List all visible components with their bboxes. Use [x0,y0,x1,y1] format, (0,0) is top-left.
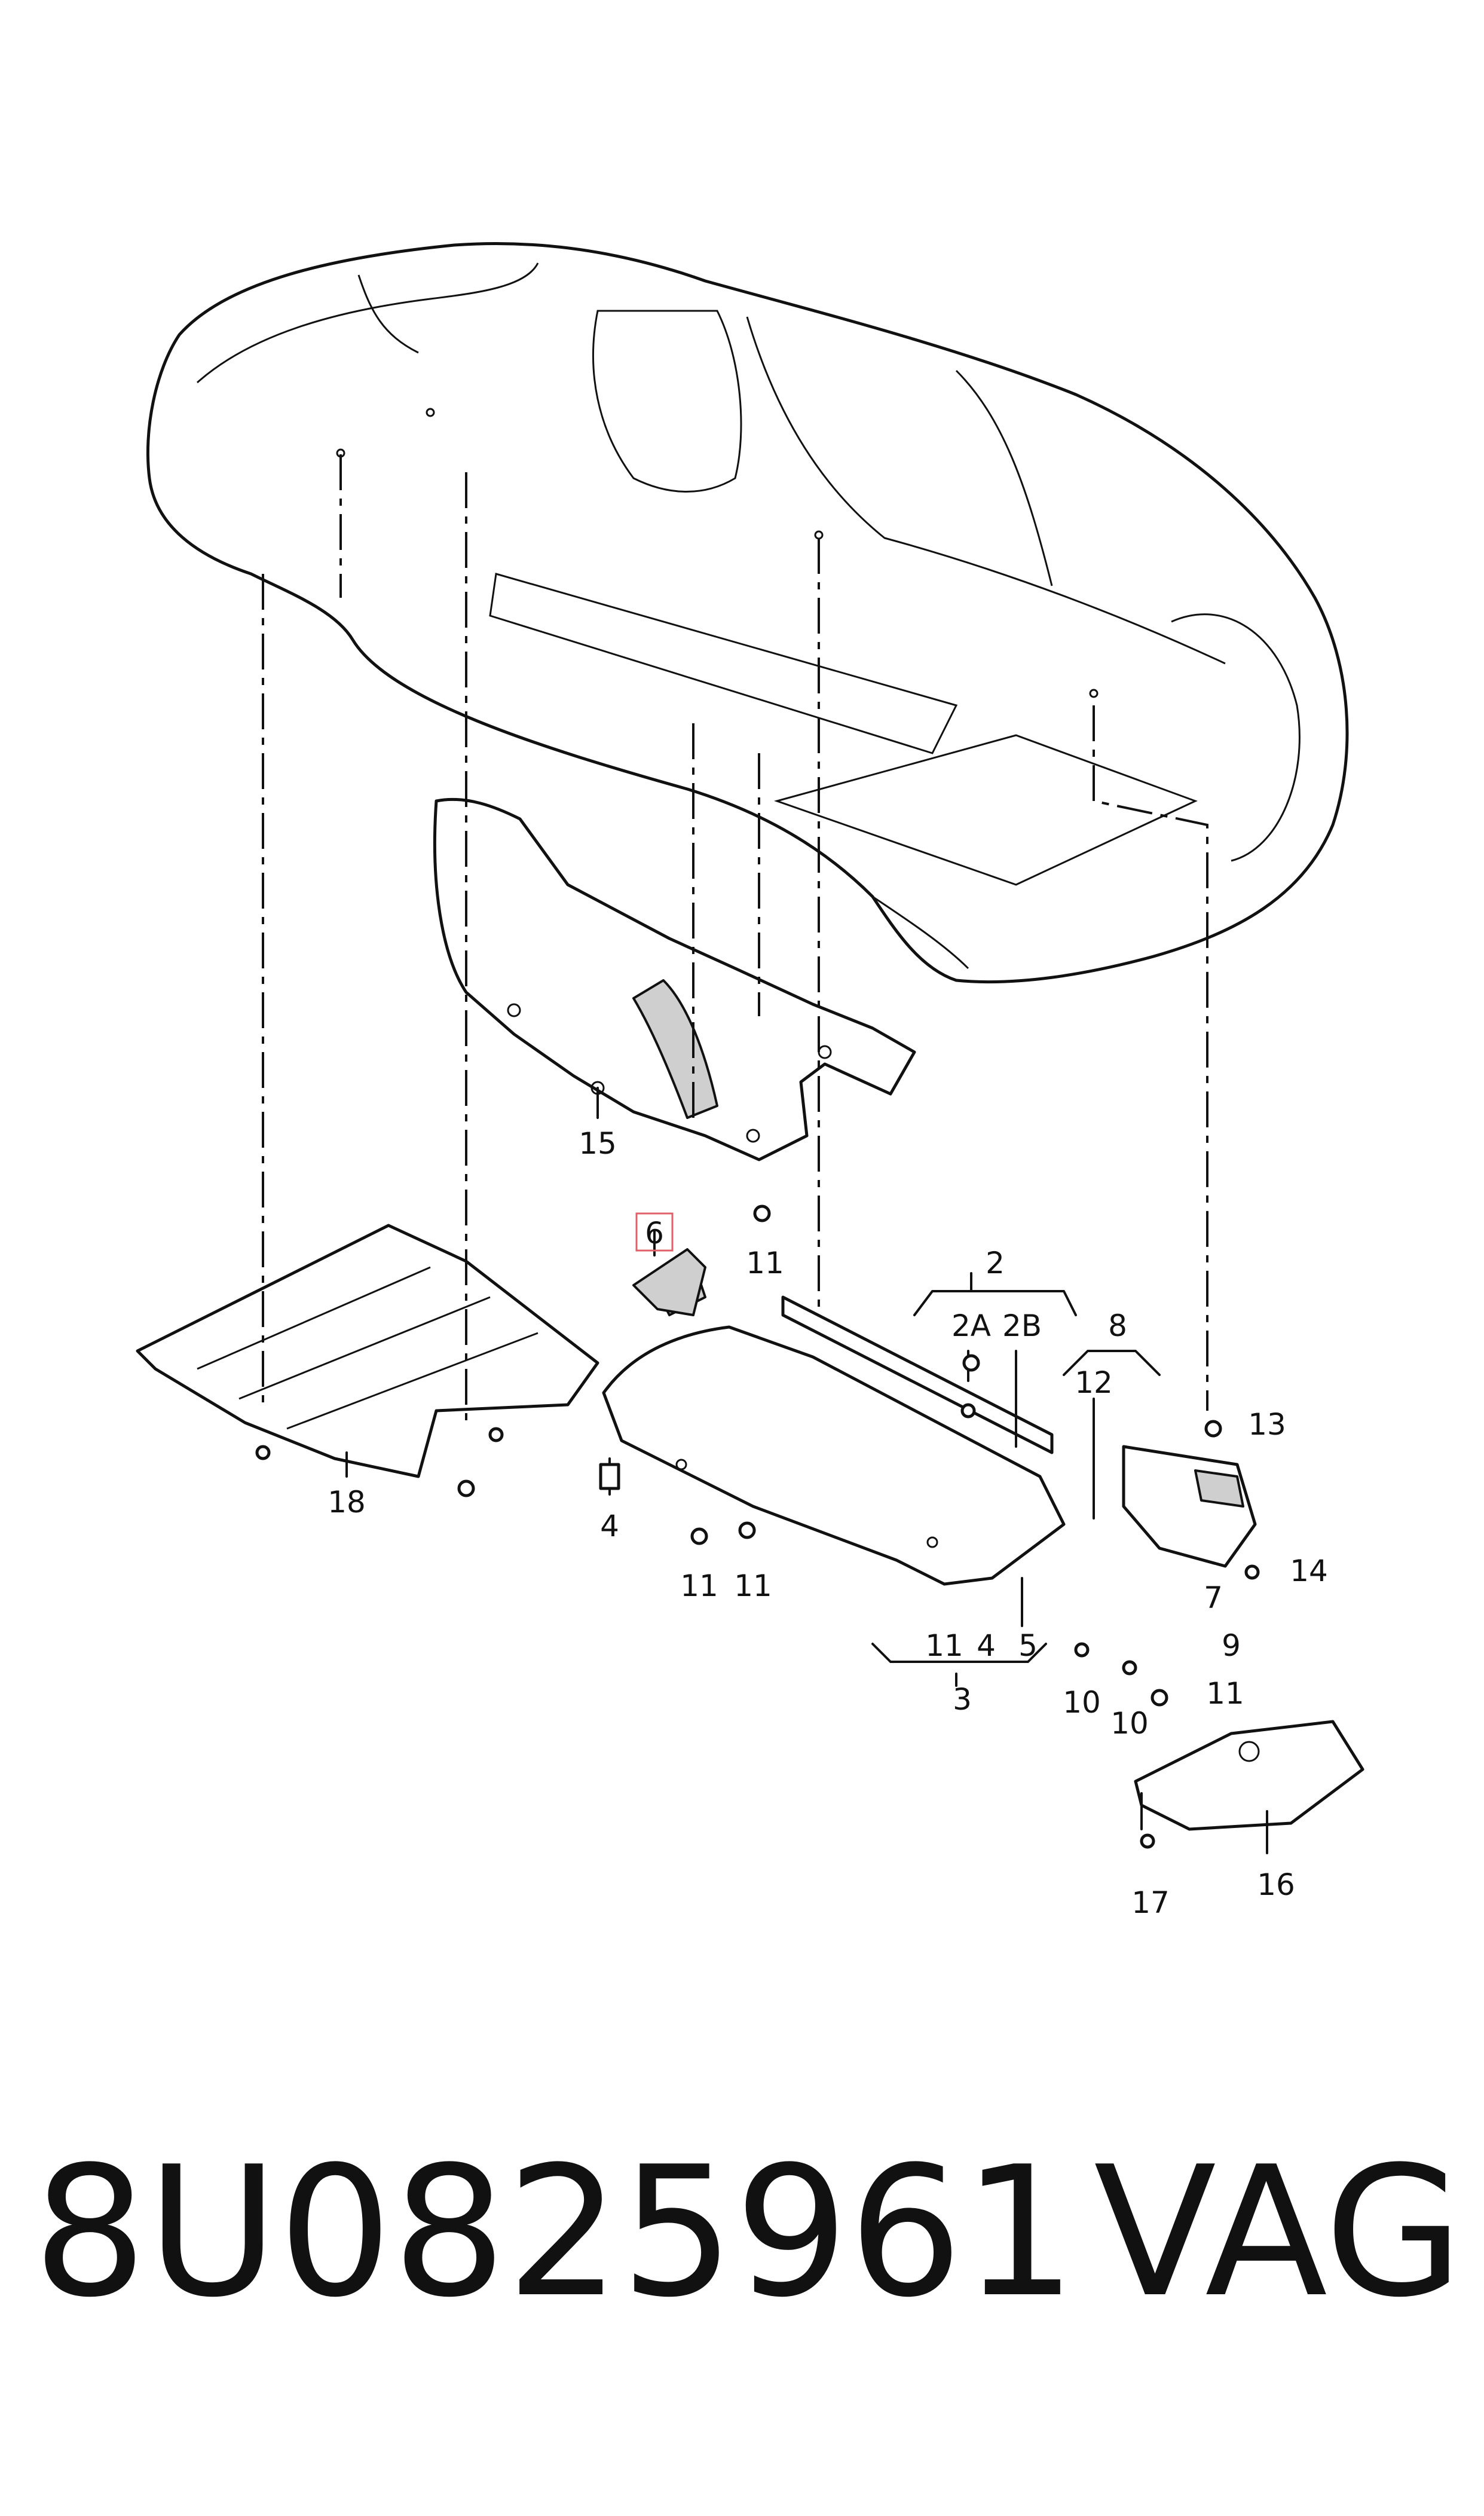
callout-18: 18 [328,1485,366,1520]
callout-11c: 11 [734,1569,772,1603]
callout-6: 6 [645,1216,664,1251]
callout-7: 7 [1204,1580,1223,1615]
callout-9: 9 [1222,1628,1241,1663]
callout-12: 12 [1075,1365,1113,1400]
part-18-skid-plate [136,1224,599,1478]
part-2-strip [781,1295,1054,1454]
callout-11d: 11 [925,1628,963,1663]
callout-2a: 2A [951,1309,991,1343]
callout-11: 11 [746,1246,784,1280]
callout-10b: 10 [1110,1706,1149,1741]
fasteners [255,1204,1260,1849]
part-6-small-bracket [632,1248,706,1316]
callout-13: 13 [1248,1407,1286,1442]
callout-2b: 2B [1002,1309,1042,1343]
part-16-plate [1134,1720,1364,1831]
callout-11b: 11 [680,1569,718,1603]
callout-5: 5 [1018,1628,1038,1663]
brand-label: VAG [1094,2128,1464,2337]
callout-16: 16 [1257,1867,1295,1902]
part-8-bracket [1122,1445,1257,1568]
callouts: 15 6 11 2 2A 2B 8 12 13 18 4 11 11 14 7 … [328,1126,1328,1920]
part-15-heat-shield [433,797,916,1161]
callout-2: 2 [986,1246,1005,1280]
callout-17: 17 [1131,1885,1170,1920]
callout-10a: 10 [1063,1685,1101,1720]
callout-3: 3 [953,1682,972,1717]
callout-15: 15 [579,1126,617,1161]
callout-4b: 4 [977,1628,996,1663]
assembly-lines [262,454,1208,1423]
part-number: 8U0825961 [33,2128,1077,2337]
car-body-underside [146,242,1349,984]
callout-14: 14 [1290,1554,1328,1588]
callout-11e: 11 [1206,1676,1244,1711]
callout-4a: 4 [600,1509,619,1543]
highlight-box [635,1212,674,1252]
callout-8: 8 [1108,1309,1127,1343]
